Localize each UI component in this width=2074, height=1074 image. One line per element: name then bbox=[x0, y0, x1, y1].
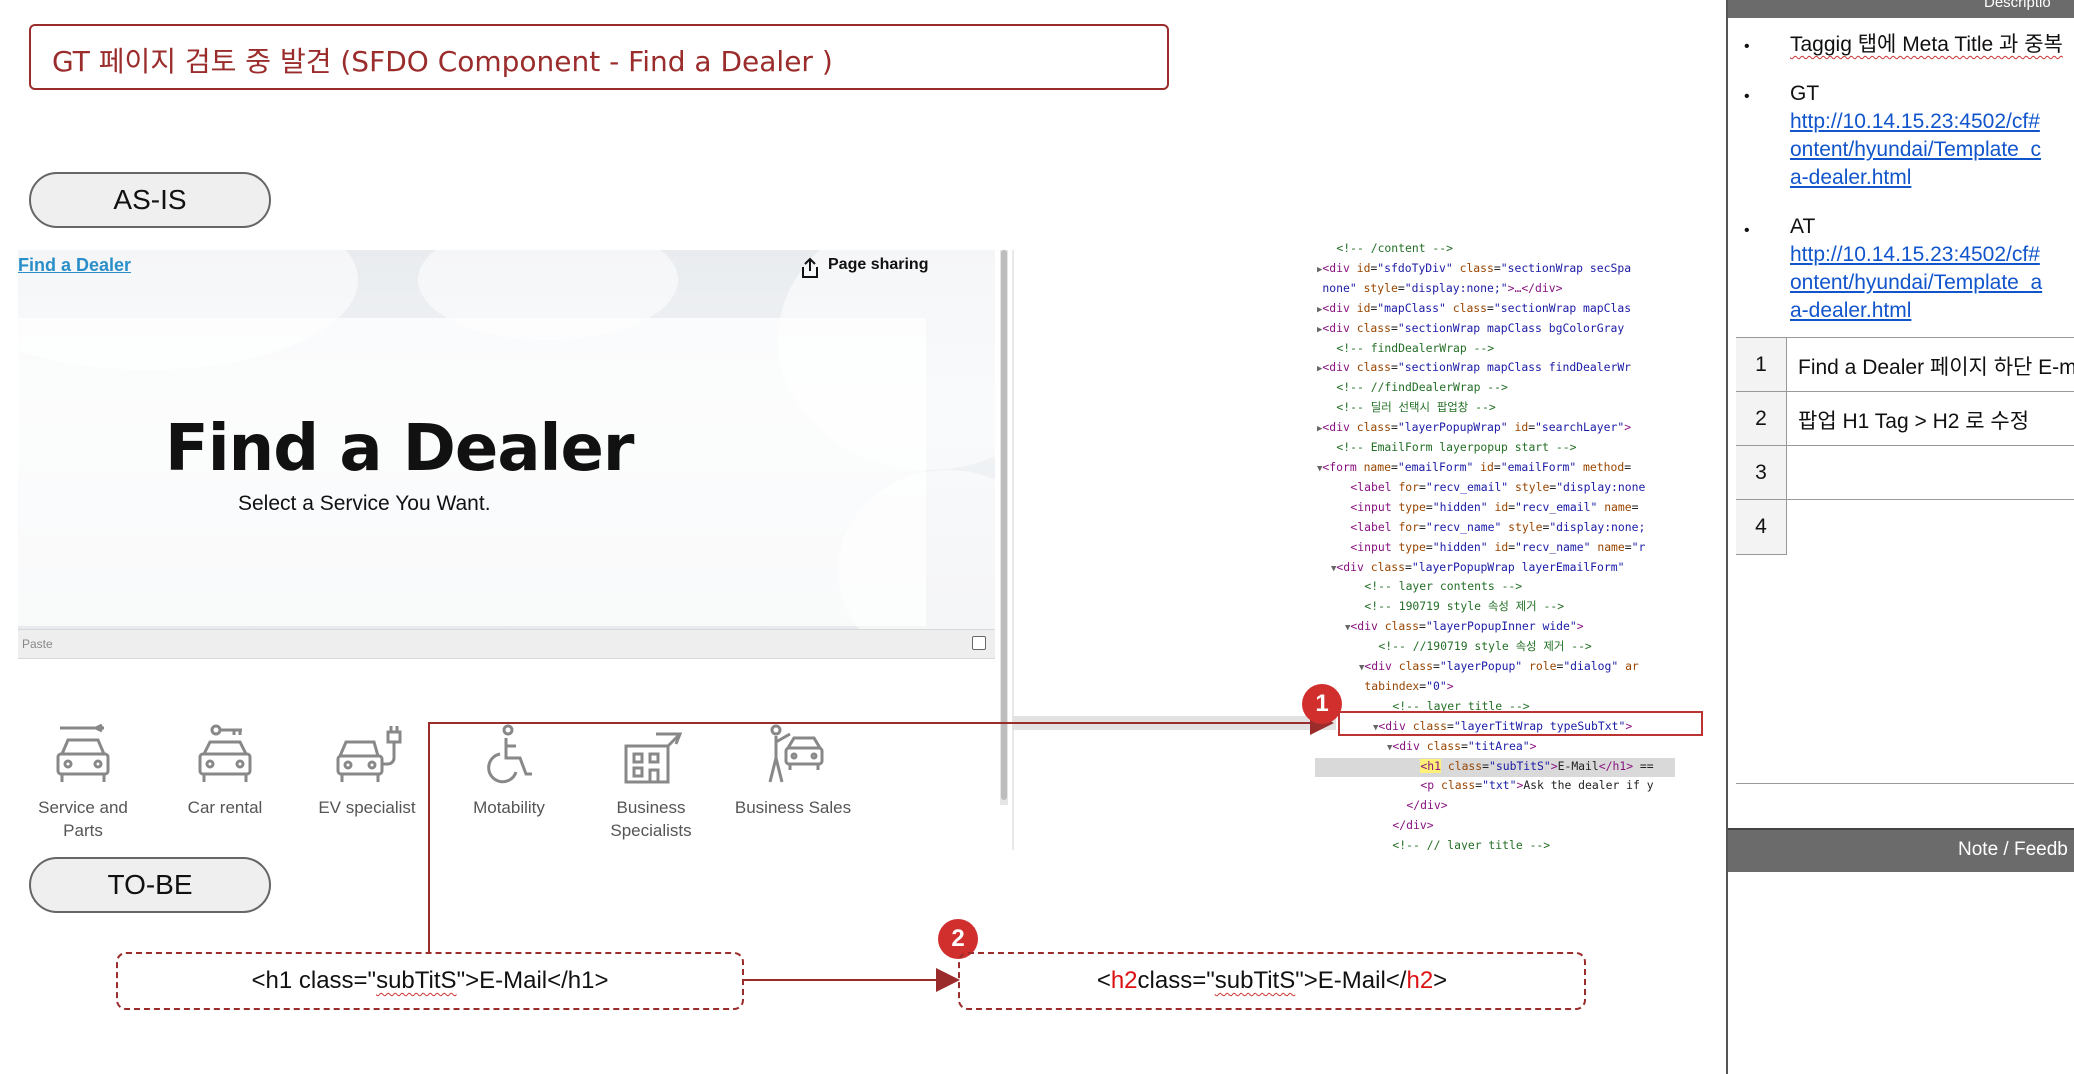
badge-1: 1 bbox=[1302, 684, 1342, 724]
code-before-box: <h1 class="subTitS">E-Mail</h1> bbox=[116, 952, 744, 1010]
description-item-1-text: Taggig 탭에 Meta Title 과 중복 bbox=[1790, 33, 2063, 56]
code-before-class: subTitS bbox=[376, 967, 456, 995]
code-after-lt: < bbox=[1097, 967, 1111, 995]
code-before-close: ">E-Mail</h1> bbox=[457, 967, 609, 995]
table-row: 1 Find a Dealer 페이지 하단 E-m bbox=[1736, 337, 2074, 391]
at-link-line-3[interactable]: a-dealer.html bbox=[1790, 297, 2042, 325]
description-panel: Descriptio • Taggig 탭에 Meta Title 과 중복 •… bbox=[1726, 0, 2074, 1074]
code-after-tag: h2 bbox=[1111, 967, 1138, 995]
note-header-text: Note / Feedb bbox=[1958, 839, 2068, 861]
code-after-mid: class=" bbox=[1138, 967, 1215, 995]
description-header: Descriptio bbox=[1728, 0, 2074, 18]
code-before-open: <h1 class=" bbox=[251, 967, 376, 995]
gt-link-line-2[interactable]: ontent/hyundai/Template_c bbox=[1790, 136, 2041, 164]
gt-link-line-3[interactable]: a-dealer.html bbox=[1790, 164, 2041, 192]
code-after-mid2: ">E-Mail</ bbox=[1295, 967, 1406, 995]
gt-link-line-1[interactable]: http://10.14.15.23:4502/cf# bbox=[1790, 108, 2041, 136]
gt-link[interactable]: http://10.14.15.23:4502/cf# ontent/hyund… bbox=[1790, 108, 2041, 192]
row-text: Find a Dealer 페이지 하단 E-m bbox=[1798, 351, 2074, 381]
code-after-box: <h2 class="subTitS">E-Mail</h2> bbox=[958, 952, 1586, 1010]
at-link-line-2[interactable]: ontent/hyundai/Template_a bbox=[1790, 269, 2042, 297]
table-row: 3 bbox=[1736, 445, 2074, 499]
row-number: 2 bbox=[1736, 392, 1787, 445]
at-label: AT bbox=[1790, 213, 1815, 241]
table-row: 2 팝업 H1 Tag > H2 로 수정 bbox=[1736, 391, 2074, 445]
code-after-tag2: h2 bbox=[1406, 967, 1433, 995]
badge-2-label: 2 bbox=[951, 925, 964, 953]
code-after-gt: > bbox=[1433, 967, 1447, 995]
note-header: Note / Feedb bbox=[1728, 828, 2074, 872]
bullet: • bbox=[1744, 88, 1750, 106]
badge-1-label: 1 bbox=[1315, 690, 1328, 718]
description-header-text: Descriptio bbox=[1984, 0, 2051, 11]
code-after-class: subTitS bbox=[1215, 967, 1295, 995]
description-item-1: Taggig 탭에 Meta Title 과 중복 bbox=[1790, 31, 2063, 59]
bullet: • bbox=[1744, 222, 1750, 240]
at-link-line-1[interactable]: http://10.14.15.23:4502/cf# bbox=[1790, 241, 2042, 269]
table-row: 4 bbox=[1736, 499, 2074, 784]
row-number: 1 bbox=[1736, 338, 1787, 391]
row-text: 팝업 H1 Tag > H2 로 수정 bbox=[1798, 405, 2029, 435]
bullet: • bbox=[1744, 38, 1750, 56]
row-number: 4 bbox=[1736, 500, 1787, 555]
gt-label: GT bbox=[1790, 80, 1819, 108]
at-link[interactable]: http://10.14.15.23:4502/cf# ontent/hyund… bbox=[1790, 241, 2042, 325]
row-number: 3 bbox=[1736, 446, 1787, 499]
